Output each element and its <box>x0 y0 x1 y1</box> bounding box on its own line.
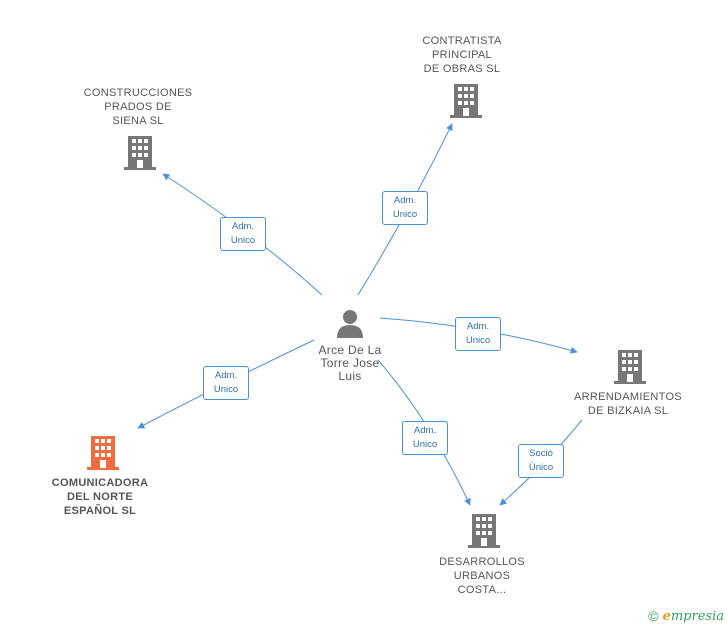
edge-label-line: Unico <box>465 335 491 346</box>
node-construcciones[interactable]: CONSTRUCCIONES PRADOS DE SIENA SL <box>78 86 198 128</box>
node-label-line: URBANOS <box>453 570 511 582</box>
node-label-line: Arce De La <box>318 343 382 357</box>
node-label-line: Luis <box>338 369 362 383</box>
edge-label-construcciones[interactable]: Adm. Unico <box>220 217 266 251</box>
node-label-line: COMUNICADORA <box>51 477 149 489</box>
edge-label-arrendamientos-desarrollos[interactable]: Socio Único <box>518 444 564 478</box>
edge-label-line: Socio <box>529 448 553 459</box>
edge-label-line: Unico <box>392 209 418 220</box>
edge-label-line: Único <box>528 462 554 473</box>
node-label-line: DESARROLLOS <box>439 556 525 568</box>
node-label-line: COSTA... <box>457 584 507 596</box>
edge-label-desarrollos[interactable]: Adm. Unico <box>402 421 448 455</box>
edge-label-line: Adm. <box>231 221 255 232</box>
edge-label-line: Unico <box>412 439 438 450</box>
building-icon <box>124 136 156 170</box>
node-label-line: CONSTRUCCIONES <box>83 87 193 99</box>
building-icon <box>468 514 500 548</box>
node-desarrollos[interactable]: DESARROLLOS URBANOS COSTA... <box>428 555 536 597</box>
node-person[interactable]: Arce De La Torre Jose Luis <box>300 344 400 383</box>
edge-label-line: Adm. <box>466 321 490 332</box>
building-icon <box>614 350 646 384</box>
node-label-line: ESPAÑOL SL <box>63 505 137 517</box>
edge-label-line: Unico <box>230 235 256 246</box>
node-arrendamientos[interactable]: ARRENDAMIENTOS DE BIZKAIA SL <box>566 390 690 418</box>
node-label-line: DE OBRAS SL <box>423 63 501 75</box>
edge-label-comunicadora[interactable]: Adm. Unico <box>203 366 249 400</box>
building-icon <box>450 84 482 118</box>
node-contratista[interactable]: CONTRATISTA PRINCIPAL DE OBRAS SL <box>406 34 518 76</box>
edge-label-line: Adm. <box>413 425 437 436</box>
node-label-line: SIENA SL <box>112 115 164 127</box>
brand-initial: e <box>662 608 671 624</box>
node-comunicadora[interactable]: COMUNICADORA DEL NORTE ESPAÑOL SL <box>40 476 160 518</box>
edge-label-line: Unico <box>213 384 239 395</box>
node-label-line: PRADOS DE <box>104 101 172 113</box>
node-label-line: Torre Jose <box>320 356 380 370</box>
edge-label-arrendamientos[interactable]: Adm. Unico <box>455 317 501 351</box>
edge-label-line: Adm. <box>393 195 417 206</box>
edge-label-line: Adm. <box>214 370 238 381</box>
node-label-line: CONTRATISTA <box>422 35 502 47</box>
node-label-line: DEL NORTE <box>66 491 134 503</box>
node-label-line: PRINCIPAL <box>432 49 492 61</box>
node-label-line: DE BIZKAIA SL <box>587 405 669 417</box>
brand-logo[interactable]: empresia <box>663 609 724 624</box>
person-icon <box>337 310 363 338</box>
building-icon-main <box>87 436 119 470</box>
copyright-icon: © <box>648 608 659 624</box>
brand-rest: mpresia <box>670 608 724 624</box>
footer-branding: © empresia <box>648 608 724 624</box>
edge-label-contratista[interactable]: Adm. Unico <box>382 191 428 225</box>
node-label-line: ARRENDAMIENTOS <box>574 391 682 403</box>
